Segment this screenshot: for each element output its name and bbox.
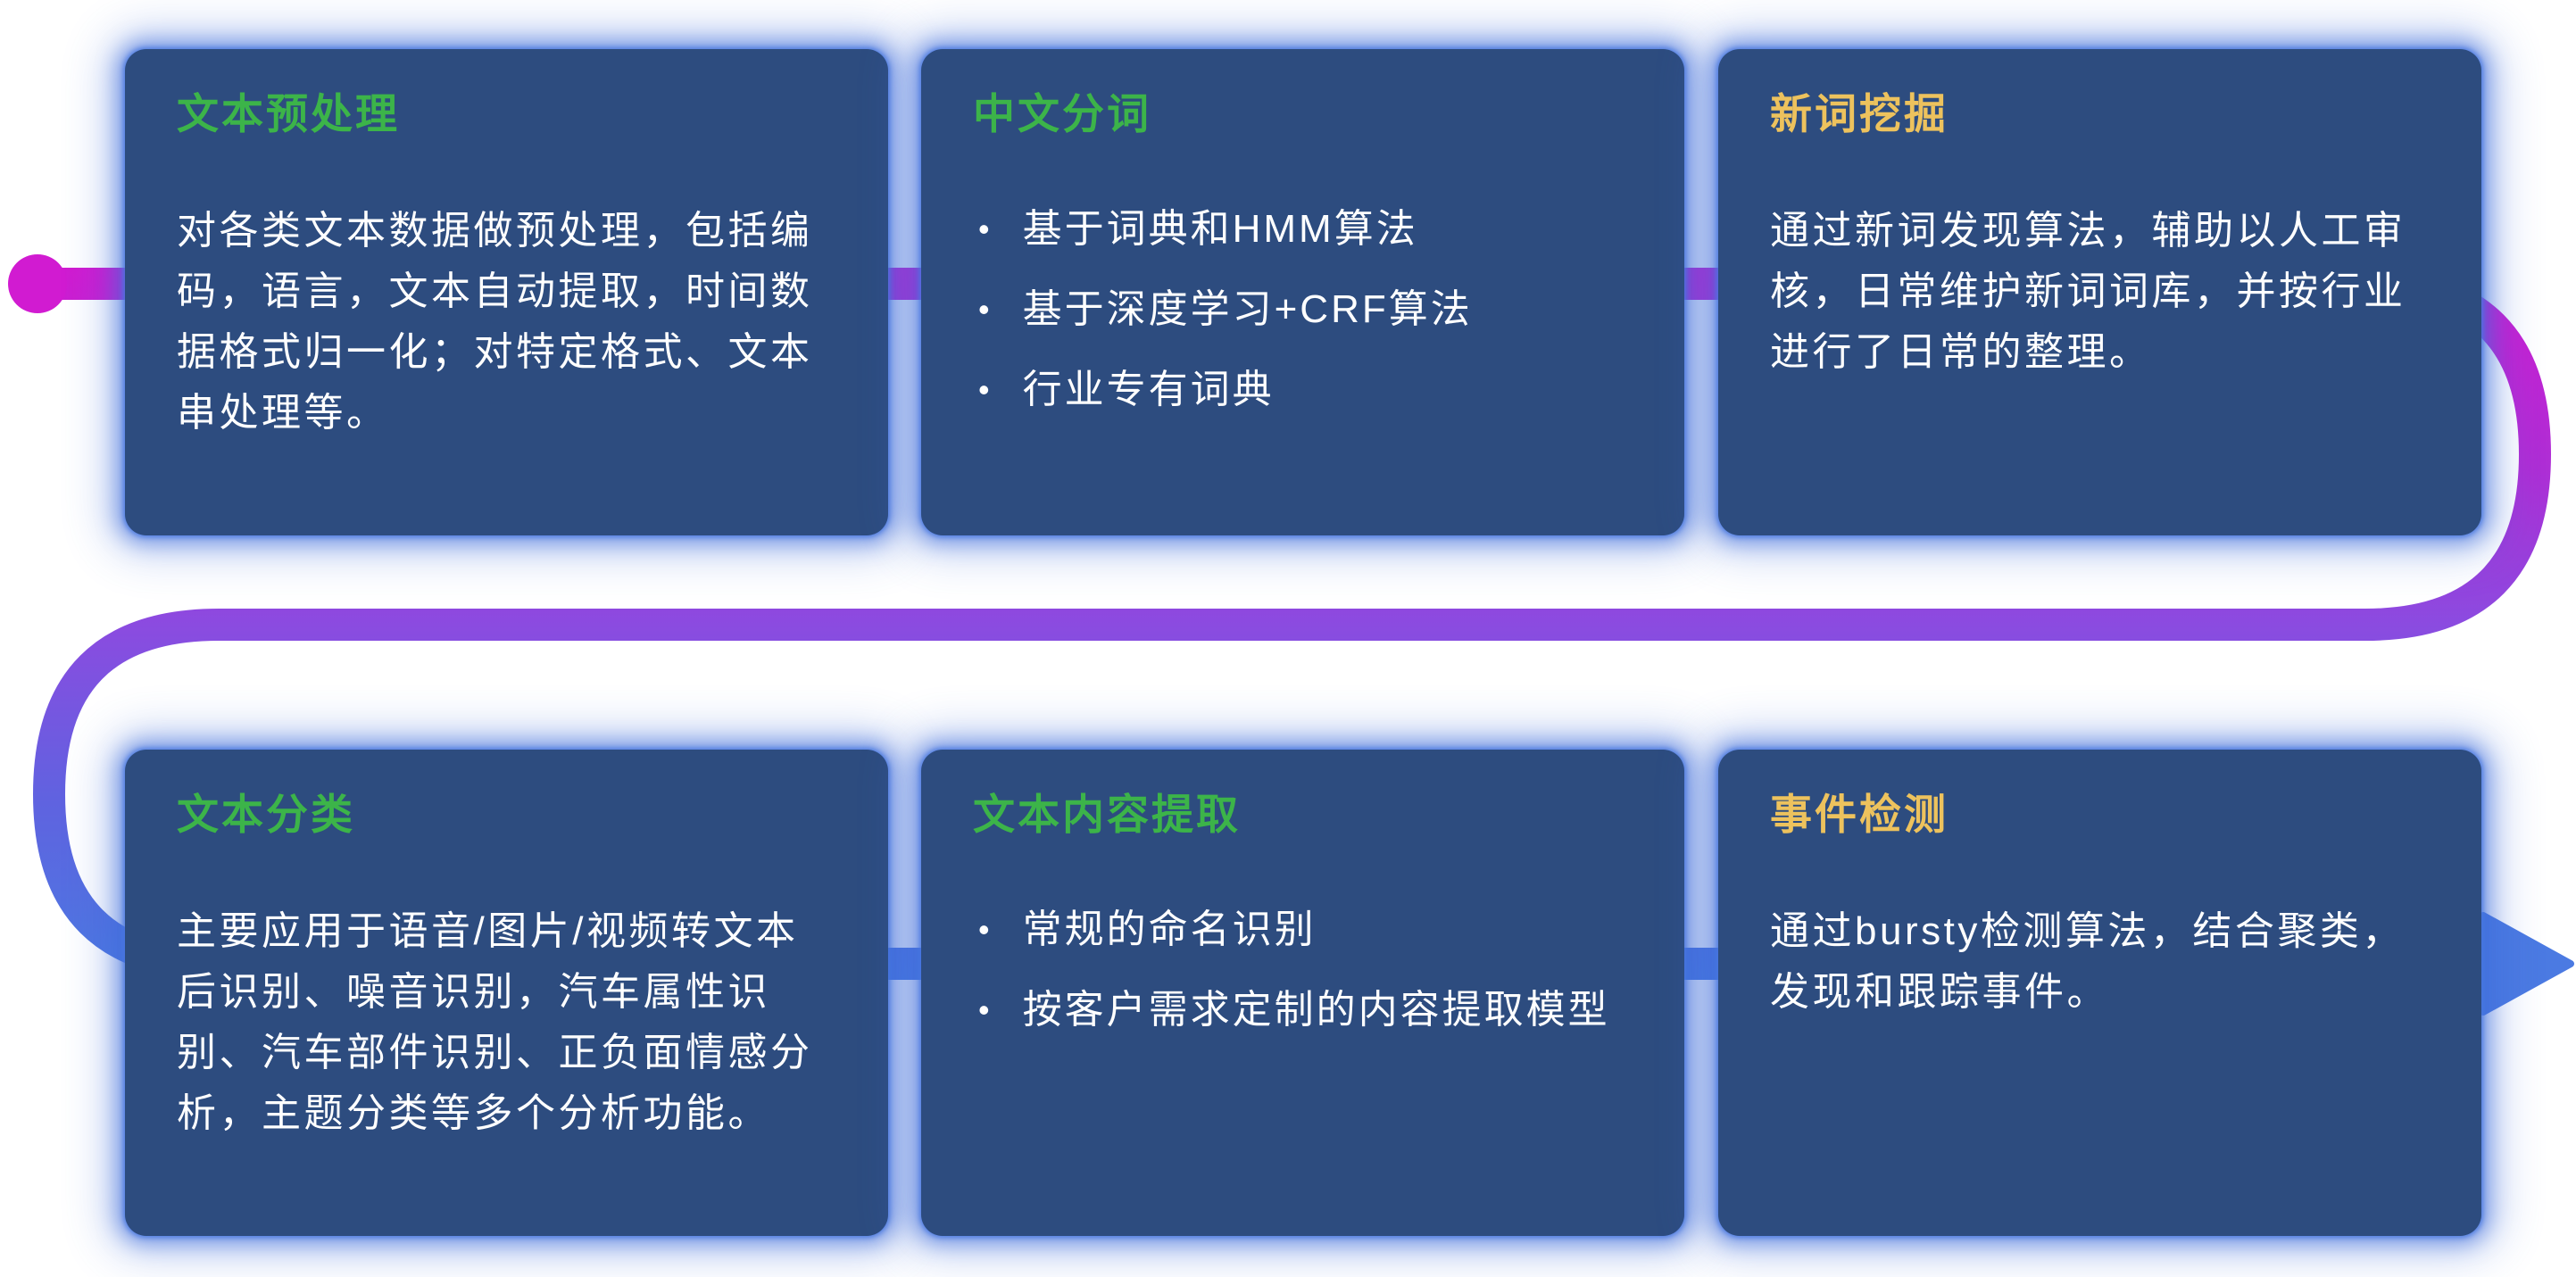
card-body: 对各类文本数据做预处理，包括编码，语言，文本自动提取，时间数据格式归一化；对特定…: [177, 209, 813, 435]
card-title: 文本预处理: [177, 90, 400, 137]
card-event-detection: 事件检测 通过bursty检测算法，结合聚类，发现和跟踪事件。: [1718, 750, 2481, 1236]
card-body: 通过新词发现算法，辅助以人工审核，日常维护新词词库，并按行业进行了日常的整理。: [1770, 209, 2406, 374]
bullet-list: 常规的命名识别 按客户需求定制的内容提取模型: [973, 901, 1633, 1039]
card-new-word-mining: 新词挖掘 通过新词发现算法，辅助以人工审核，日常维护新词词库，并按行业进行了日常…: [1718, 49, 2481, 535]
card-title: 新词挖掘: [1770, 90, 1949, 137]
card-chinese-word-segmentation: 中文分词 基于词典和HMM算法 基于深度学习+CRF算法 行业专有词典: [921, 49, 1684, 535]
card-title: 文本分类: [177, 791, 355, 838]
bullet-list: 基于词典和HMM算法 基于深度学习+CRF算法 行业专有词典: [973, 201, 1633, 419]
card-text-classification: 文本分类 主要应用于语音/图片/视频转文本后识别、噪音识别，汽车属性识别、汽车部…: [125, 750, 888, 1236]
bullet-item: 基于词典和HMM算法: [973, 201, 1633, 258]
flow-start-dot: [8, 254, 67, 313]
bullet-item: 常规的命名识别: [973, 901, 1633, 958]
card-body: 通过bursty检测算法，结合聚类，发现和跟踪事件。: [1770, 909, 2405, 1014]
bullet-item: 基于深度学习+CRF算法: [973, 281, 1633, 338]
card-title: 事件检测: [1770, 791, 1949, 838]
card-body: 主要应用于语音/图片/视频转文本后识别、噪音识别，汽车属性识别、汽车部件识别、正…: [177, 909, 813, 1135]
bullet-item: 行业专有词典: [973, 361, 1633, 419]
card-title: 中文分词: [973, 90, 1151, 137]
flow-arrow-icon: [2480, 912, 2574, 1016]
bullet-item: 按客户需求定制的内容提取模型: [973, 982, 1633, 1039]
card-title: 文本内容提取: [973, 791, 1241, 838]
card-text-preprocessing: 文本预处理 对各类文本数据做预处理，包括编码，语言，文本自动提取，时间数据格式归…: [125, 49, 888, 535]
card-text-content-extraction: 文本内容提取 常规的命名识别 按客户需求定制的内容提取模型: [921, 750, 1684, 1236]
flow-line: [32, 268, 2552, 980]
